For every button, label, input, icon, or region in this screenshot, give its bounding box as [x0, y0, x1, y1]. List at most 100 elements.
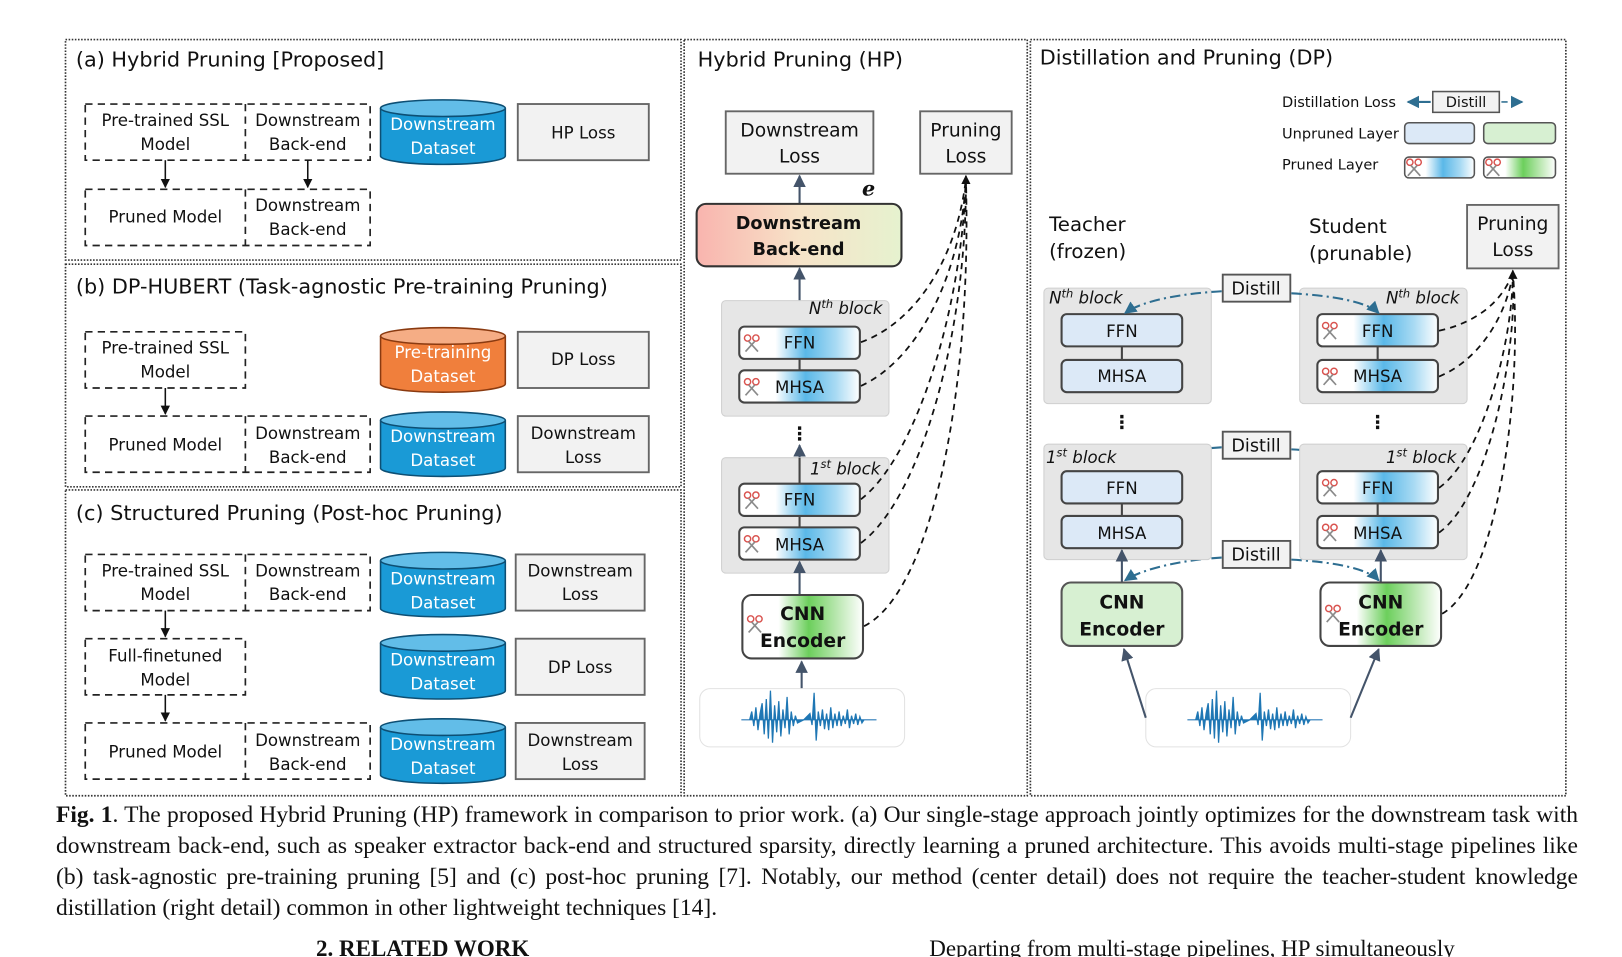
- hp-pruning-loss-label-2: Loss: [945, 146, 986, 167]
- panel-b: (b) DP-HUBERT (Task-agnostic Pre-trainin…: [76, 274, 650, 478]
- teacher-first-ffn-label: FFN: [1106, 479, 1138, 498]
- pruned-model-label: Pruned Model: [109, 435, 223, 454]
- dp-panel: Distillation and Pruning (DP) Distillati…: [1040, 45, 1560, 748]
- dp-waveform-box: [1145, 688, 1352, 748]
- dp-title: Distillation and Pruning (DP): [1040, 45, 1333, 69]
- hp-pruning-loss-label: Pruning: [930, 120, 1001, 141]
- hp-pruning-connections: [860, 178, 968, 628]
- downstream-loss-box-1: [514, 553, 646, 612]
- dataset3-label-2: Dataset: [410, 759, 476, 778]
- dp-pruning-loss-label: Pruning: [1477, 214, 1548, 235]
- dataset-label-2: Dataset: [410, 451, 476, 470]
- hp-first-block-label: 1st block: [810, 457, 882, 478]
- legend-unpruned-layer: Unpruned Layer: [1282, 125, 1399, 142]
- loss3-label: Downstream: [528, 731, 633, 750]
- teacher-label: Teacher: [1048, 213, 1126, 236]
- student-first-ffn-label: FFN: [1362, 479, 1394, 498]
- hp-waveform-box: [699, 688, 906, 748]
- backend2-label-2: Back-end: [269, 220, 347, 239]
- teacher-first-mhsa-label: MHSA: [1097, 524, 1147, 543]
- section-fragment: Departing from multi-stage pipelines, HP…: [929, 936, 1455, 957]
- downstream-loss-label: Downstream: [531, 424, 636, 443]
- student-label: Student: [1309, 215, 1387, 238]
- dataset1-label: Downstream: [390, 570, 495, 589]
- dp-pruning-connections: [1438, 272, 1516, 615]
- panel-c-title: (c) Structured Pruning (Post-hoc Pruning…: [76, 501, 503, 525]
- hp-loss-label: HP Loss: [551, 123, 615, 142]
- hp-nth-block-label: Nth block: [809, 297, 884, 318]
- dp-panel-frame: [1029, 38, 1567, 797]
- loss1-label-2: Loss: [562, 585, 598, 604]
- backend-label: Downstream: [255, 111, 360, 130]
- dataset2-label-2: Dataset: [410, 675, 476, 694]
- dataset2-label: Downstream: [390, 651, 495, 670]
- hp-nth-ffn: [738, 325, 861, 360]
- loss1-label: Downstream: [528, 561, 633, 580]
- student-first-mhsa-label: MHSA: [1353, 524, 1403, 543]
- hp-cnn-encoder: [741, 593, 865, 660]
- backend-label: Downstream: [255, 561, 360, 580]
- pretrained-ssl-label-2: Model: [140, 585, 190, 604]
- hp-downstream-backend: [695, 202, 903, 268]
- finetuned-model-box: [84, 637, 247, 696]
- teacher-cnn-label-2: Encoder: [1079, 620, 1165, 641]
- student-ellipsis: ⋮: [1368, 413, 1387, 434]
- pretrained-model-backend-box: [84, 103, 371, 162]
- embedding-symbol: e: [862, 176, 875, 201]
- student-first-block-label: 1st block: [1386, 446, 1458, 467]
- pretrained-ssl-label-2: Model: [140, 363, 190, 382]
- downstream-loss-box: [516, 415, 650, 474]
- teacher-nth-mhsa-label: MHSA: [1097, 367, 1147, 386]
- hp-cnn-label-2: Encoder: [760, 631, 846, 652]
- backend-label-2: Back-end: [269, 585, 347, 604]
- student-cnn-label: CNN: [1358, 593, 1403, 614]
- downstream-dataset-cylinder-3: [379, 718, 507, 785]
- hp-first-mhsa: [738, 526, 861, 561]
- pretrained-ssl-label-2: Model: [140, 135, 190, 154]
- dp-legend: Distillation Loss Distill Unpruned Layer…: [1282, 90, 1557, 179]
- downstream-loss-label-2: Loss: [565, 448, 601, 467]
- pruned-model-backend-box: [84, 722, 371, 780]
- legend-distill-label: Distill: [1446, 94, 1487, 111]
- panel-a: (a) Hybrid Pruning [Proposed] Pre-traine…: [76, 48, 650, 247]
- teacher-first-block-label: 1st block: [1046, 446, 1118, 467]
- pruned-model-backend-box: [84, 415, 371, 474]
- hp-loss-box: [516, 103, 650, 162]
- panel-frames: [64, 38, 1567, 797]
- dp-loss-box: [514, 637, 646, 696]
- student-cnn-encoder: [1319, 581, 1443, 648]
- teacher-nth-block-label: Nth block: [1049, 286, 1124, 307]
- backend-label-2: Back-end: [269, 135, 347, 154]
- finetuned-label: Full-finetuned: [108, 647, 222, 666]
- figure-caption: Fig. 1. The proposed Hybrid Pruning (HP)…: [56, 800, 1578, 924]
- dataset-label: Downstream: [390, 427, 495, 446]
- student-sub-label: (prunable): [1309, 242, 1412, 265]
- legend-distill-box: [1431, 90, 1501, 114]
- pruned-model-label: Pruned Model: [109, 742, 223, 761]
- teacher-cnn-encoder: [1060, 581, 1184, 648]
- downstream-dataset-cylinder-2: [379, 633, 507, 700]
- hp-downstream-loss-label: Downstream: [740, 120, 859, 141]
- hp-downstream-loss-box: [724, 110, 875, 175]
- hp-nth-mhsa: [738, 369, 861, 404]
- hp-nth-mhsa-label: MHSA: [775, 378, 825, 397]
- hp-downstream-loss-label-2: Loss: [779, 146, 820, 167]
- dp-loss-label: DP Loss: [551, 350, 616, 369]
- student-nth-mhsa-label: MHSA: [1353, 367, 1403, 386]
- student-nth-ffn-label: FFN: [1362, 322, 1394, 341]
- teacher-ellipsis: ⋮: [1113, 413, 1132, 434]
- hp-panel: Hybrid Pruning (HP) Downstream Loss Prun…: [695, 48, 1013, 748]
- downstream-loss-box-3: [514, 722, 646, 781]
- student-first-mhsa: [1316, 514, 1440, 550]
- dataset-label-2: Dataset: [410, 139, 476, 158]
- hp-title: Hybrid Pruning (HP): [698, 48, 903, 72]
- backend2-label-2: Back-end: [269, 755, 347, 774]
- hp-first-mhsa-label: MHSA: [775, 535, 825, 554]
- dp-pruning-loss-box: [1466, 203, 1560, 270]
- dp-pruning-loss-label-2: Loss: [1492, 240, 1533, 261]
- distill-label-first: Distill: [1231, 436, 1280, 456]
- legend-pruned-green: [1482, 156, 1557, 179]
- distill-label-cnn: Distill: [1231, 546, 1280, 566]
